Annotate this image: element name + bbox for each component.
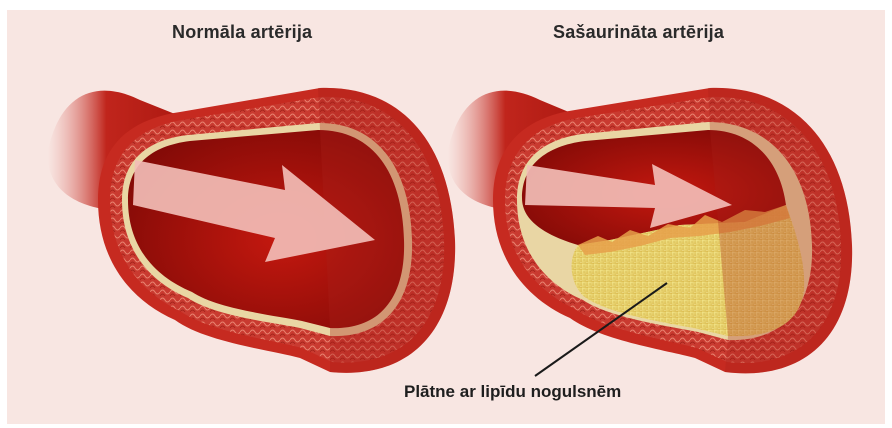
normal-artery-title: Normāla artērija	[172, 22, 312, 43]
narrowed-artery	[448, 88, 852, 373]
plaque-callout-label: Plātne ar lipīdu nogulsnēm	[404, 382, 621, 402]
normal-artery	[48, 88, 455, 373]
narrowed-artery-cut-face	[708, 88, 852, 373]
narrowed-artery-title: Sašaurināta artērija	[553, 22, 724, 43]
